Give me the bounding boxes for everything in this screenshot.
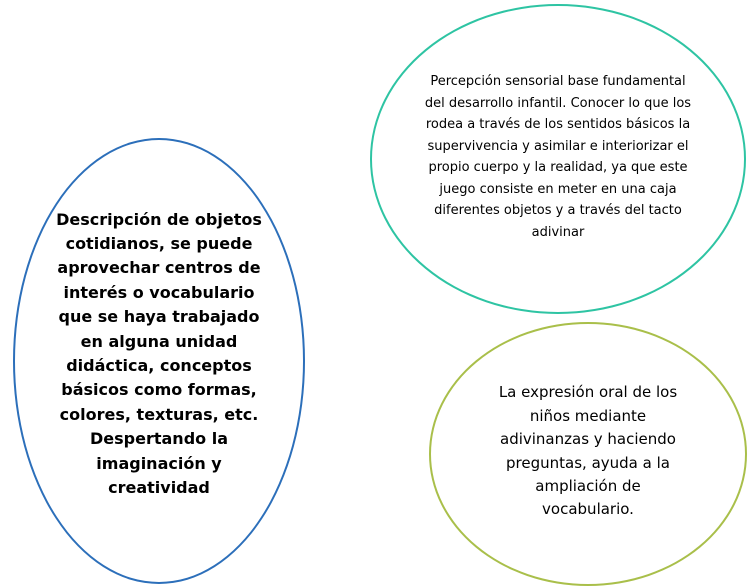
circle-oral-expression-text: La expresión oral de los niños mediante … [498, 383, 678, 519]
circle-sensory-perception: Percepción sensorial base fundamental de… [370, 4, 746, 314]
circle-object-description-text: Descripción de objetos cotidianos, se pu… [56, 209, 262, 498]
circle-sensory-perception-text: Percepción sensorial base fundamental de… [424, 74, 692, 240]
circle-object-description: Descripción de objetos cotidianos, se pu… [13, 138, 305, 584]
circle-oral-expression: La expresión oral de los niños mediante … [429, 322, 747, 586]
